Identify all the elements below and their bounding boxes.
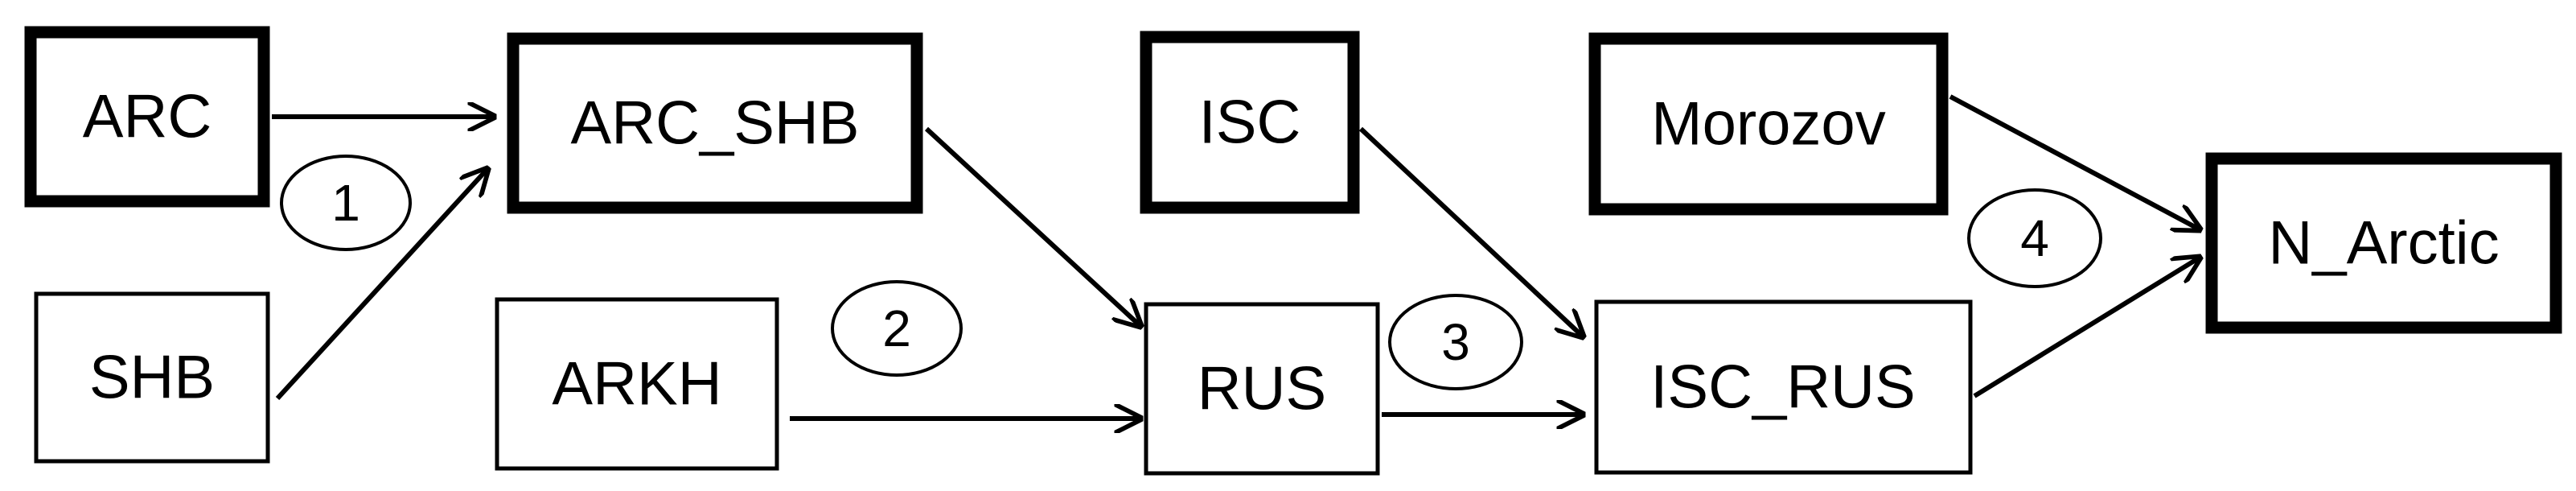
node-label: RUS (1198, 355, 1326, 423)
node-label: ARC_SHB (571, 89, 860, 158)
node-n-arctic: N_Arctic (2205, 152, 2562, 334)
step-marker-1: 1 (280, 155, 412, 251)
step-label: 3 (1441, 313, 1470, 371)
node-label: ARC (83, 83, 212, 151)
node-label: N_Arctic (2268, 209, 2499, 278)
edge-arc-shb-to-rus (924, 126, 1140, 326)
node-label: ISC_RUS (1650, 353, 1915, 422)
step-marker-3: 3 (1388, 294, 1523, 390)
node-arc-shb: ARC_SHB (507, 32, 923, 214)
step-marker-4: 4 (1967, 188, 2102, 288)
edge-morozov-to-n-arctic (1949, 94, 2200, 229)
step-label: 2 (882, 299, 911, 357)
node-arkh: ARKH (495, 297, 779, 471)
node-isc: ISC (1140, 31, 1360, 214)
step-marker-2: 2 (831, 280, 963, 377)
node-arc: ARC (24, 26, 270, 208)
node-shb: SHB (34, 291, 270, 464)
step-label: 1 (331, 174, 360, 232)
node-label: ARKH (552, 350, 721, 419)
node-label: Morozov (1651, 90, 1885, 159)
node-isc-rus: ISC_RUS (1594, 299, 1973, 475)
node-label: SHB (89, 344, 215, 412)
edge-shb-to-arc-shb (275, 169, 487, 401)
edge-isc-to-isc-rus (1358, 126, 1583, 336)
node-rus: RUS (1144, 302, 1380, 476)
edges (272, 94, 2200, 419)
node-label: ISC (1199, 89, 1301, 157)
node-morozov: Morozov (1588, 32, 1949, 216)
step-label: 4 (2020, 209, 2049, 267)
edge-isc-rus-to-n-arctic (1973, 258, 2200, 398)
